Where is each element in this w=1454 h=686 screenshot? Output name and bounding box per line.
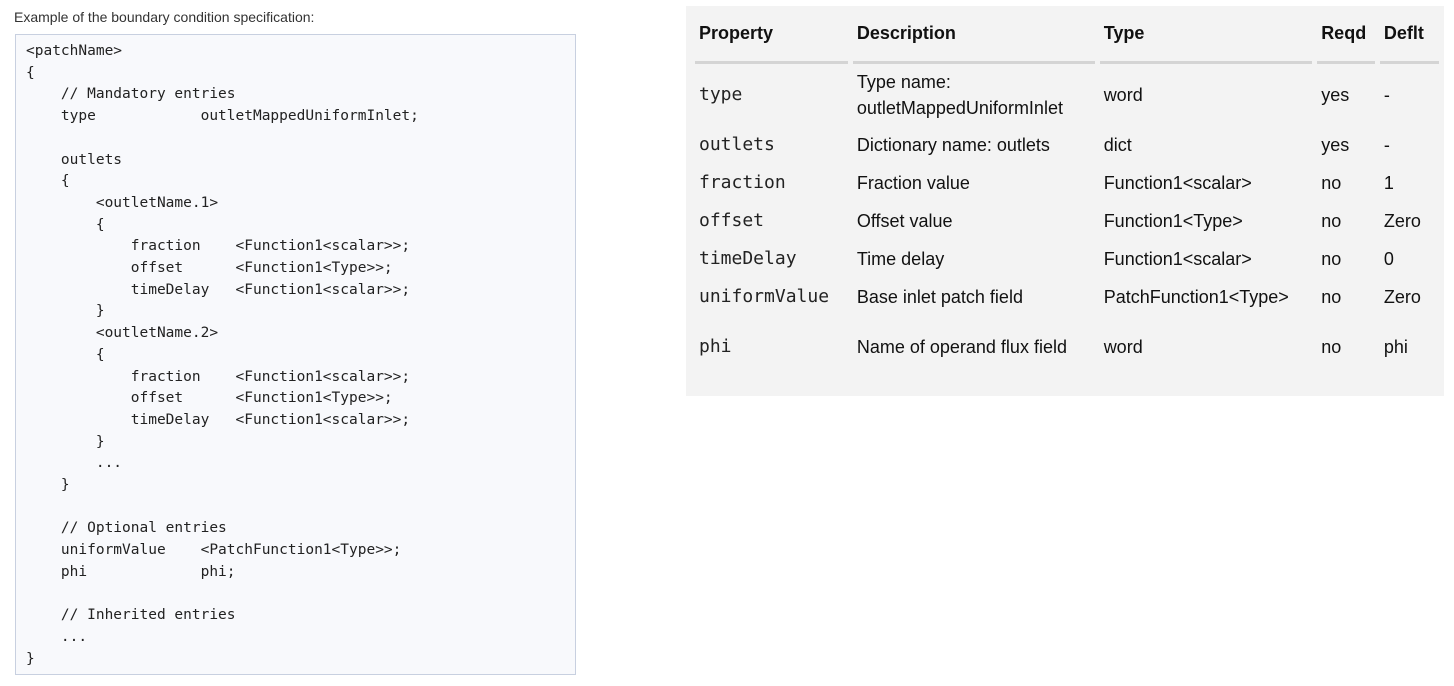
- cell-reqd: yes: [1321, 85, 1350, 105]
- cell-property: uniformValue: [699, 286, 830, 307]
- code-block: <patchName> { // Mandatory entries type …: [15, 34, 576, 675]
- table-row: uniformValue Base inlet patch field Patc…: [695, 278, 1439, 316]
- cell-reqd: no: [1321, 211, 1342, 231]
- table-row: outlets Dictionary name: outlets dict ye…: [695, 126, 1439, 164]
- properties-table-container: Property Description Type Reqd Deflt typ…: [686, 6, 1444, 396]
- cell-deflt: Zero: [1383, 287, 1421, 307]
- cell-description: Type name: outletMappedUniformInlet: [856, 72, 1063, 118]
- header-type: Type: [1099, 6, 1313, 64]
- cell-type: dict: [1103, 135, 1132, 155]
- cell-reqd: yes: [1321, 135, 1350, 155]
- cell-deflt: -: [1383, 85, 1390, 105]
- cell-deflt: 1: [1383, 173, 1394, 193]
- cell-deflt: -: [1383, 135, 1390, 155]
- cell-type: Function1<Type>: [1103, 211, 1243, 231]
- cell-reqd: no: [1321, 249, 1342, 269]
- cell-type: word: [1103, 337, 1143, 357]
- cell-reqd: no: [1321, 337, 1342, 357]
- cell-description: Fraction value: [856, 173, 970, 193]
- table-row: fraction Fraction value Function1<scalar…: [695, 164, 1439, 202]
- cell-property: outlets: [699, 134, 775, 155]
- header-deflt: Deflt: [1379, 6, 1439, 64]
- header-description: Description: [852, 6, 1095, 64]
- cell-reqd: no: [1321, 173, 1342, 193]
- cell-deflt: 0: [1383, 249, 1394, 269]
- table-row: phi Name of operand flux field word no p…: [695, 316, 1439, 378]
- cell-description: Base inlet patch field: [856, 287, 1023, 307]
- cell-type: Function1<scalar>: [1103, 173, 1252, 193]
- cell-description: Time delay: [856, 249, 945, 269]
- code-text: <patchName> { // Mandatory entries type …: [26, 43, 419, 667]
- table-row: type Type name: outletMappedUniformInlet…: [695, 64, 1439, 126]
- cell-type: word: [1103, 85, 1143, 105]
- cell-property: type: [699, 84, 743, 105]
- cell-description: Name of operand flux field: [856, 337, 1067, 357]
- cell-description: Offset value: [856, 211, 953, 231]
- code-caption: Example of the boundary condition specif…: [14, 9, 315, 25]
- cell-type: Function1<scalar>: [1103, 249, 1252, 269]
- cell-deflt: Zero: [1383, 211, 1421, 231]
- cell-property: fraction: [699, 172, 786, 193]
- header-property: Property: [695, 6, 848, 64]
- cell-description: Dictionary name: outlets: [856, 135, 1050, 155]
- table-header-row: Property Description Type Reqd Deflt: [695, 6, 1439, 64]
- cell-property: offset: [699, 210, 765, 231]
- table-row: offset Offset value Function1<Type> no Z…: [695, 202, 1439, 240]
- cell-type: PatchFunction1<Type>: [1103, 287, 1289, 307]
- cell-property: timeDelay: [699, 248, 797, 269]
- table-row: timeDelay Time delay Function1<scalar> n…: [695, 240, 1439, 278]
- cell-property: phi: [699, 336, 732, 357]
- header-reqd: Reqd: [1317, 6, 1375, 64]
- cell-reqd: no: [1321, 287, 1342, 307]
- properties-table: Property Description Type Reqd Deflt typ…: [690, 6, 1444, 378]
- cell-deflt: phi: [1383, 337, 1408, 357]
